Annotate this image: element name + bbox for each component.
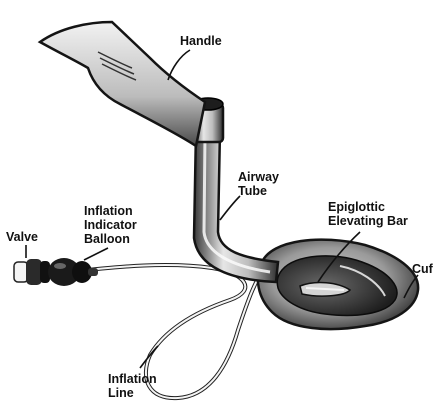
label-balloon-line2: Indicator (84, 218, 137, 232)
label-epiglottic-line2: Elevating Bar (328, 214, 408, 228)
label-balloon-line3: Balloon (84, 232, 137, 246)
label-valve-text: Valve (6, 230, 38, 244)
leader-balloon (84, 248, 108, 260)
inflation-indicator-balloon (48, 258, 98, 286)
label-handle: Handle (180, 34, 222, 48)
label-inflation-line-line2: Line (108, 386, 157, 400)
label-airway-tube-line2: Tube (238, 184, 279, 198)
label-airway-tube-line1: Airway (238, 170, 279, 184)
valve (14, 259, 50, 285)
inflation-line (70, 262, 268, 398)
label-handle-text: Handle (180, 34, 222, 48)
label-epiglottic-elevating-bar: Epiglottic Elevating Bar (328, 200, 408, 228)
label-valve: Valve (6, 230, 38, 244)
label-cuff: Cuf (412, 262, 433, 276)
leader-handle (168, 50, 190, 80)
label-inflation-line: Inflation Line (108, 372, 157, 400)
label-cuff-text: Cuf (412, 262, 433, 276)
label-balloon-line1: Inflation (84, 204, 137, 218)
label-inflation-indicator-balloon: Inflation Indicator Balloon (84, 204, 137, 246)
label-airway-tube: Airway Tube (238, 170, 279, 198)
label-epiglottic-line1: Epiglottic (328, 200, 408, 214)
leader-inflation-line (140, 346, 158, 368)
leader-airway-tube (220, 196, 240, 220)
label-inflation-line-line1: Inflation (108, 372, 157, 386)
